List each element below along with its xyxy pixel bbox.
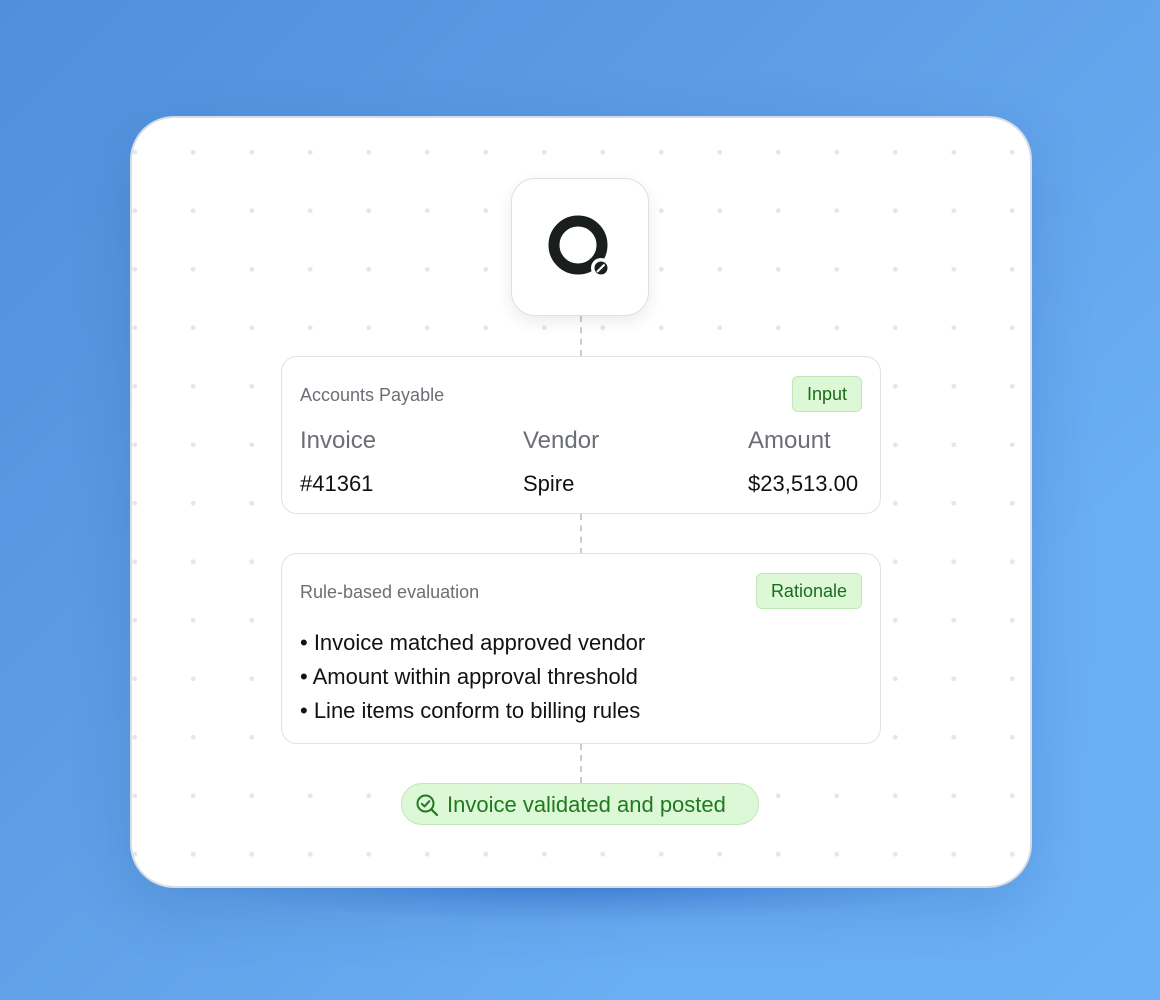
- status-label: Invoice validated and posted: [447, 792, 726, 817]
- rationale-item: • Amount within approval threshold: [300, 664, 638, 689]
- invoice-amount: $23,513.00: [748, 471, 859, 496]
- rationale-panel: Rule-based evaluation Rationale • Invoic…: [281, 553, 881, 744]
- search-check-icon: [416, 794, 439, 817]
- connector-rationale-to-status: [580, 744, 582, 783]
- panel-title: Accounts Payable: [300, 385, 445, 405]
- column-header-invoice: Invoice: [300, 427, 377, 454]
- input-badge: Input: [791, 376, 862, 412]
- vendor-name: Spire: [523, 471, 575, 496]
- rationale-item: • Invoice matched approved vendor: [300, 630, 646, 655]
- connector-input-to-rationale: [580, 514, 582, 554]
- rationale-badge: Rationale: [755, 573, 862, 609]
- column-header-amount: Amount: [748, 427, 831, 454]
- invoice-number: #41361: [300, 471, 374, 496]
- column-header-vendor: Vendor: [523, 427, 600, 454]
- logo-tile: [511, 178, 649, 316]
- panel-title: Rule-based evaluation: [300, 582, 480, 602]
- status-badge: Invoice validated and posted: [401, 783, 759, 825]
- connector-logo-to-input: [580, 316, 582, 356]
- input-panel: Accounts Payable Input Invoice Vendor Am…: [281, 356, 881, 514]
- app-logo-icon: [548, 215, 611, 278]
- rationale-item: • Line items conform to billing rules: [300, 698, 641, 723]
